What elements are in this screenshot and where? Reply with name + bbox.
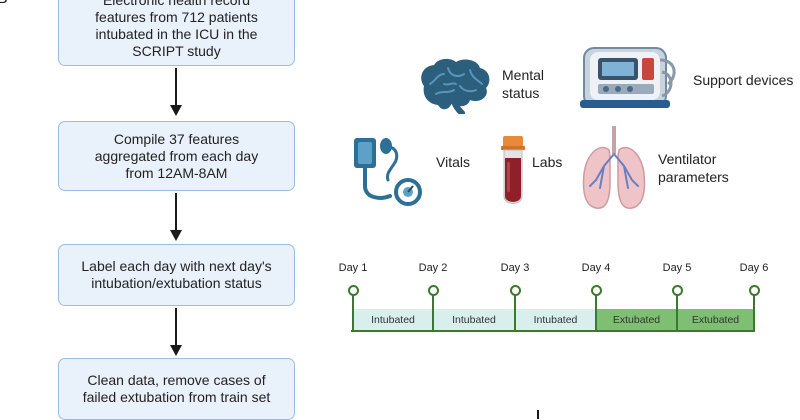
flow-step-text: features from 712 patients	[95, 9, 258, 25]
blood-tube-icon	[501, 136, 525, 204]
brain-icon	[421, 58, 490, 114]
day-tick	[676, 291, 678, 332]
flow-step-text: aggregated from each day	[94, 147, 259, 164]
day-tick	[514, 291, 516, 332]
timeline-segment: Intubated	[515, 309, 596, 331]
blood-pressure-monitor-icon	[354, 138, 422, 206]
timeline-baseline	[351, 330, 754, 332]
day-label: Day 5	[662, 262, 692, 274]
vitals-label: Vitals	[436, 154, 470, 170]
flow-step-text: Compile 37 features	[113, 130, 240, 147]
ventilator-parameters-label: Ventilator parameters	[658, 151, 729, 185]
mental-status-label: Mental status	[502, 67, 545, 101]
day-timeline: Day 1 Day 2 Day 3 Day 4 Day 5 Day 6 Intu…	[338, 258, 780, 338]
flow-step-ehr-features: Electronic health record features from 7…	[58, 0, 295, 66]
flow-step-clean-data: Clean data, remove cases of failed extub…	[58, 358, 295, 420]
day-node	[428, 285, 439, 296]
day-tick	[595, 291, 597, 332]
day-node	[348, 285, 359, 296]
day-node	[749, 285, 760, 296]
day-tick	[432, 291, 434, 332]
day-label: Day 2	[418, 262, 448, 274]
timeline-segment: Intubated	[433, 309, 515, 331]
ventilator-device-icon	[580, 47, 676, 108]
flow-step-text: intubated in the ICU in the	[95, 26, 258, 42]
day-label: Day 3	[500, 262, 530, 274]
flow-step-text: Label each day with next day's	[81, 258, 272, 274]
day-tick	[352, 291, 354, 332]
lungs-icon	[582, 126, 646, 209]
labs-label: Labs	[532, 154, 563, 170]
day-node	[672, 285, 683, 296]
flow-arrow	[170, 68, 182, 116]
flow-step-label-days: Label each day with next day's intubatio…	[58, 244, 295, 306]
timeline-segment: Extubated	[677, 309, 754, 331]
flow-step-text: SCRIPT study	[132, 43, 221, 59]
flow-arrow	[170, 193, 182, 241]
day-label: Day 6	[739, 262, 769, 274]
flow-step-text: intubation/extubation status	[91, 275, 262, 291]
day-node	[591, 285, 602, 296]
flow-arrow	[170, 308, 182, 356]
flow-step-text: from 12AM-8AM	[125, 164, 228, 181]
support-devices-label: Support devices	[693, 72, 794, 88]
connector-line	[537, 410, 539, 419]
flow-step-compile-features: Compile 37 features aggregated from each…	[58, 121, 295, 191]
timeline-segment: Extubated	[596, 309, 677, 331]
panel-label: B	[0, 0, 8, 8]
day-label: Day 1	[338, 262, 368, 274]
flow-step-text: Clean data, remove cases of	[87, 372, 266, 388]
day-tick	[753, 291, 755, 332]
timeline-segment: Intubated	[353, 309, 433, 331]
day-label: Day 4	[581, 262, 611, 274]
day-node	[510, 285, 521, 296]
flow-step-text: Electronic health record	[102, 0, 251, 8]
flow-step-text: failed extubation from train set	[82, 389, 271, 405]
